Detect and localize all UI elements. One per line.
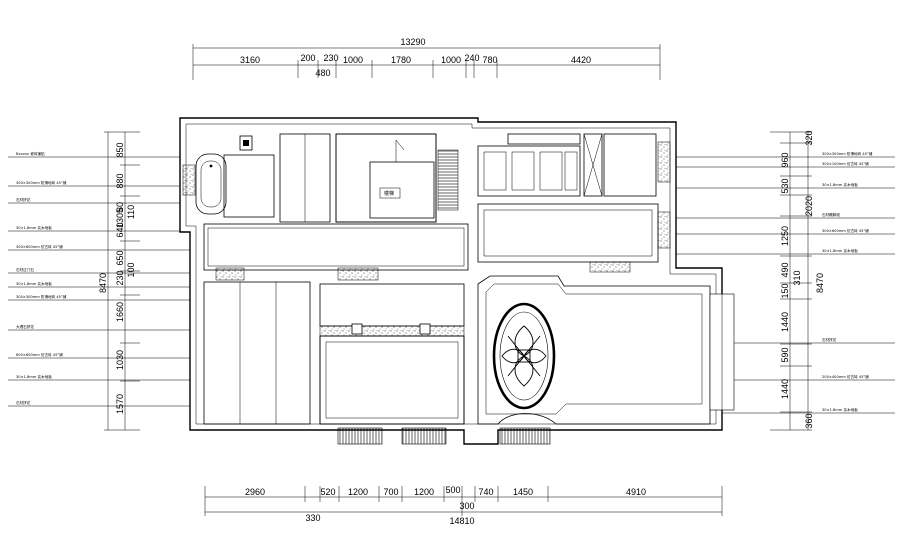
stair: 楼梯 bbox=[335, 133, 459, 223]
left-note: 300×600mm 仿古砖 45°铺 bbox=[16, 244, 63, 249]
right-dim: 1250 bbox=[780, 226, 790, 246]
right-note: 石材拼花 bbox=[822, 337, 837, 342]
right-dim: 320 bbox=[804, 130, 814, 145]
bottom-dim: 740 bbox=[478, 487, 493, 497]
right-dim: 590 bbox=[780, 347, 790, 362]
right-dim: 2020 bbox=[804, 196, 814, 216]
top-dim: 230 bbox=[323, 53, 338, 63]
left-note: 石材拼花 bbox=[16, 197, 31, 202]
left-note: 300×300mm 防滑地砖 45°铺 bbox=[16, 180, 67, 185]
top-dim: 780 bbox=[482, 55, 497, 65]
left-dim: 100 bbox=[126, 262, 136, 277]
bottom-sub-dim: 330 bbox=[305, 513, 320, 523]
left-note: Bxxxxx 瓷砖铺贴 bbox=[16, 151, 45, 156]
top-sub-dim: 480 bbox=[315, 68, 330, 78]
left-note: 600×600mm 仿古砖 45°铺 bbox=[16, 352, 63, 357]
left-dim: 1305 bbox=[115, 208, 125, 228]
right-note: 30×1.8mm 实木地板 bbox=[822, 407, 858, 412]
bottom-dim: 1200 bbox=[348, 487, 368, 497]
right-total-dim: 8470 bbox=[815, 273, 825, 293]
left-dimension-chain: 850 880 1305 80 640 110 650 230 100 1660… bbox=[98, 131, 140, 431]
right-dim: 490 bbox=[780, 262, 790, 277]
left-note: 30×1.8mm 实木地板 bbox=[16, 281, 52, 286]
right-dim: 310 bbox=[792, 270, 802, 285]
top-dim: 1780 bbox=[391, 55, 411, 65]
stair-label: 楼梯 bbox=[384, 190, 394, 197]
right-note: 300×100mm 仿古砖 45°铺 bbox=[822, 161, 869, 166]
bottom-sub-dim: 300 bbox=[459, 501, 474, 511]
top-dim: 1000 bbox=[441, 55, 461, 65]
left-note: 石材拼花 bbox=[16, 400, 31, 405]
left-dim: 80 bbox=[115, 202, 125, 212]
upper-right-rooms bbox=[477, 133, 671, 197]
bottom-dimension-chain: 2960 520 1200 700 1200 500 740 1450 4910… bbox=[204, 485, 723, 526]
bottom-dim: 700 bbox=[383, 487, 398, 497]
right-dim: 530 bbox=[780, 178, 790, 193]
left-dim: 1660 bbox=[115, 302, 125, 322]
left-dim: 650 bbox=[115, 250, 125, 265]
right-dim: 960 bbox=[780, 152, 790, 167]
top-dim: 200 bbox=[300, 53, 315, 63]
left-note: 30×1.8mm 实木地板 bbox=[16, 374, 52, 379]
stone-herringbone-room bbox=[477, 203, 671, 273]
left-dim: 880 bbox=[115, 173, 125, 188]
top-dimension-chain: 13290 3160 200 230 1000 1780 1000 240 78… bbox=[192, 37, 661, 80]
wood-floor-upper bbox=[279, 133, 331, 223]
right-note: 300×600mm 仿古砖 45°铺 bbox=[822, 228, 869, 233]
right-dim: 1440 bbox=[780, 379, 790, 399]
center-checker-room bbox=[319, 335, 465, 445]
left-total-dim: 8470 bbox=[98, 273, 108, 293]
left-dim: 230 bbox=[115, 270, 125, 285]
left-note: 石材过门石 bbox=[16, 267, 34, 272]
right-note: 石材踢脚线 bbox=[822, 212, 840, 217]
bottom-dim: 4910 bbox=[626, 487, 646, 497]
bottom-dim: 1450 bbox=[513, 487, 533, 497]
bottom-dim: 2960 bbox=[245, 487, 265, 497]
building-outline bbox=[179, 117, 723, 445]
bottom-dim: 500 bbox=[445, 485, 460, 495]
top-dim: 4420 bbox=[571, 55, 591, 65]
center-diamond-band bbox=[319, 283, 465, 337]
right-dimension-chain: 320 960 530 2020 1250 490 150 310 1440 5… bbox=[770, 130, 825, 431]
left-dim: 110 bbox=[126, 205, 136, 219]
corridor bbox=[203, 223, 469, 281]
left-dim: 640 bbox=[115, 222, 125, 237]
left-dim: 1030 bbox=[115, 350, 125, 370]
top-total-dim: 13290 bbox=[400, 37, 425, 47]
top-dim: 240 bbox=[464, 53, 479, 63]
left-dim: 1570 bbox=[115, 394, 125, 414]
right-dim: 1440 bbox=[780, 312, 790, 332]
right-note: 300×300mm 防滑地砖 45°铺 bbox=[822, 151, 873, 156]
bottom-total-dim: 14810 bbox=[449, 516, 474, 526]
right-note: 30×1.8mm 实木地板 bbox=[822, 182, 858, 187]
bottom-dim: 1200 bbox=[414, 487, 434, 497]
wood-floor-lower bbox=[203, 281, 311, 425]
left-note: 300×300mm 防滑地砖 45°铺 bbox=[16, 294, 67, 299]
bathroom bbox=[182, 135, 275, 218]
right-note: 30×1.8mm 实木地板 bbox=[822, 248, 858, 253]
bottom-dim: 520 bbox=[320, 487, 335, 497]
top-dim: 3160 bbox=[240, 55, 260, 65]
right-note: 200×400mm 仿古砖 45°铺 bbox=[822, 374, 869, 379]
medallion-icon bbox=[501, 325, 547, 387]
right-dim: 360 bbox=[804, 413, 814, 428]
top-dim: 1000 bbox=[343, 55, 363, 65]
right-dim: 150 bbox=[780, 283, 790, 298]
left-note: 30×1.8mm 实木地板 bbox=[16, 225, 52, 230]
left-dim: 850 bbox=[115, 142, 125, 157]
living-room-diagonal bbox=[477, 275, 735, 445]
left-note: 大理石拼花 bbox=[16, 324, 34, 329]
